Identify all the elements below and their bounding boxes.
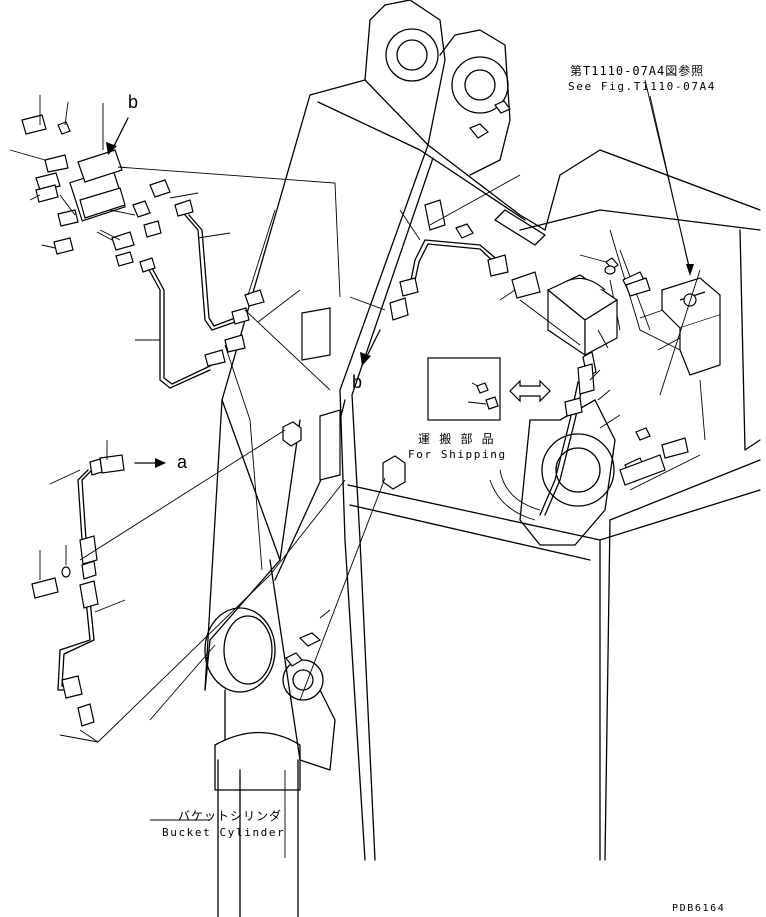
bucket-cylinder-label-jp: バケットシリンダ [178, 809, 283, 823]
shipping-label-en: For Shipping [408, 448, 507, 461]
marker-arrows [106, 117, 381, 468]
reference-leader [649, 95, 694, 276]
reference-label-en: See Fig.T1110-07A4 [568, 80, 717, 93]
drawing-code: PDB6164 [672, 903, 726, 914]
shipping-box [427, 357, 501, 421]
marker-a: a [177, 452, 188, 472]
bolts [604, 265, 651, 297]
blocks [282, 100, 511, 667]
shipping-label-jp: 運 搬 部 品 [418, 432, 495, 446]
double-arrow [509, 379, 551, 403]
marker-b-mid: b [352, 372, 363, 392]
fittings [21, 114, 689, 727]
bucket-cylinder-label-en: Bucket Cylinder [162, 826, 286, 839]
arm-structure [204, 0, 761, 917]
marker-b-top: b [128, 92, 139, 112]
control-valve-block [546, 274, 619, 378]
reference-label-jp: 第T1110-07A4図参照 [570, 64, 705, 78]
